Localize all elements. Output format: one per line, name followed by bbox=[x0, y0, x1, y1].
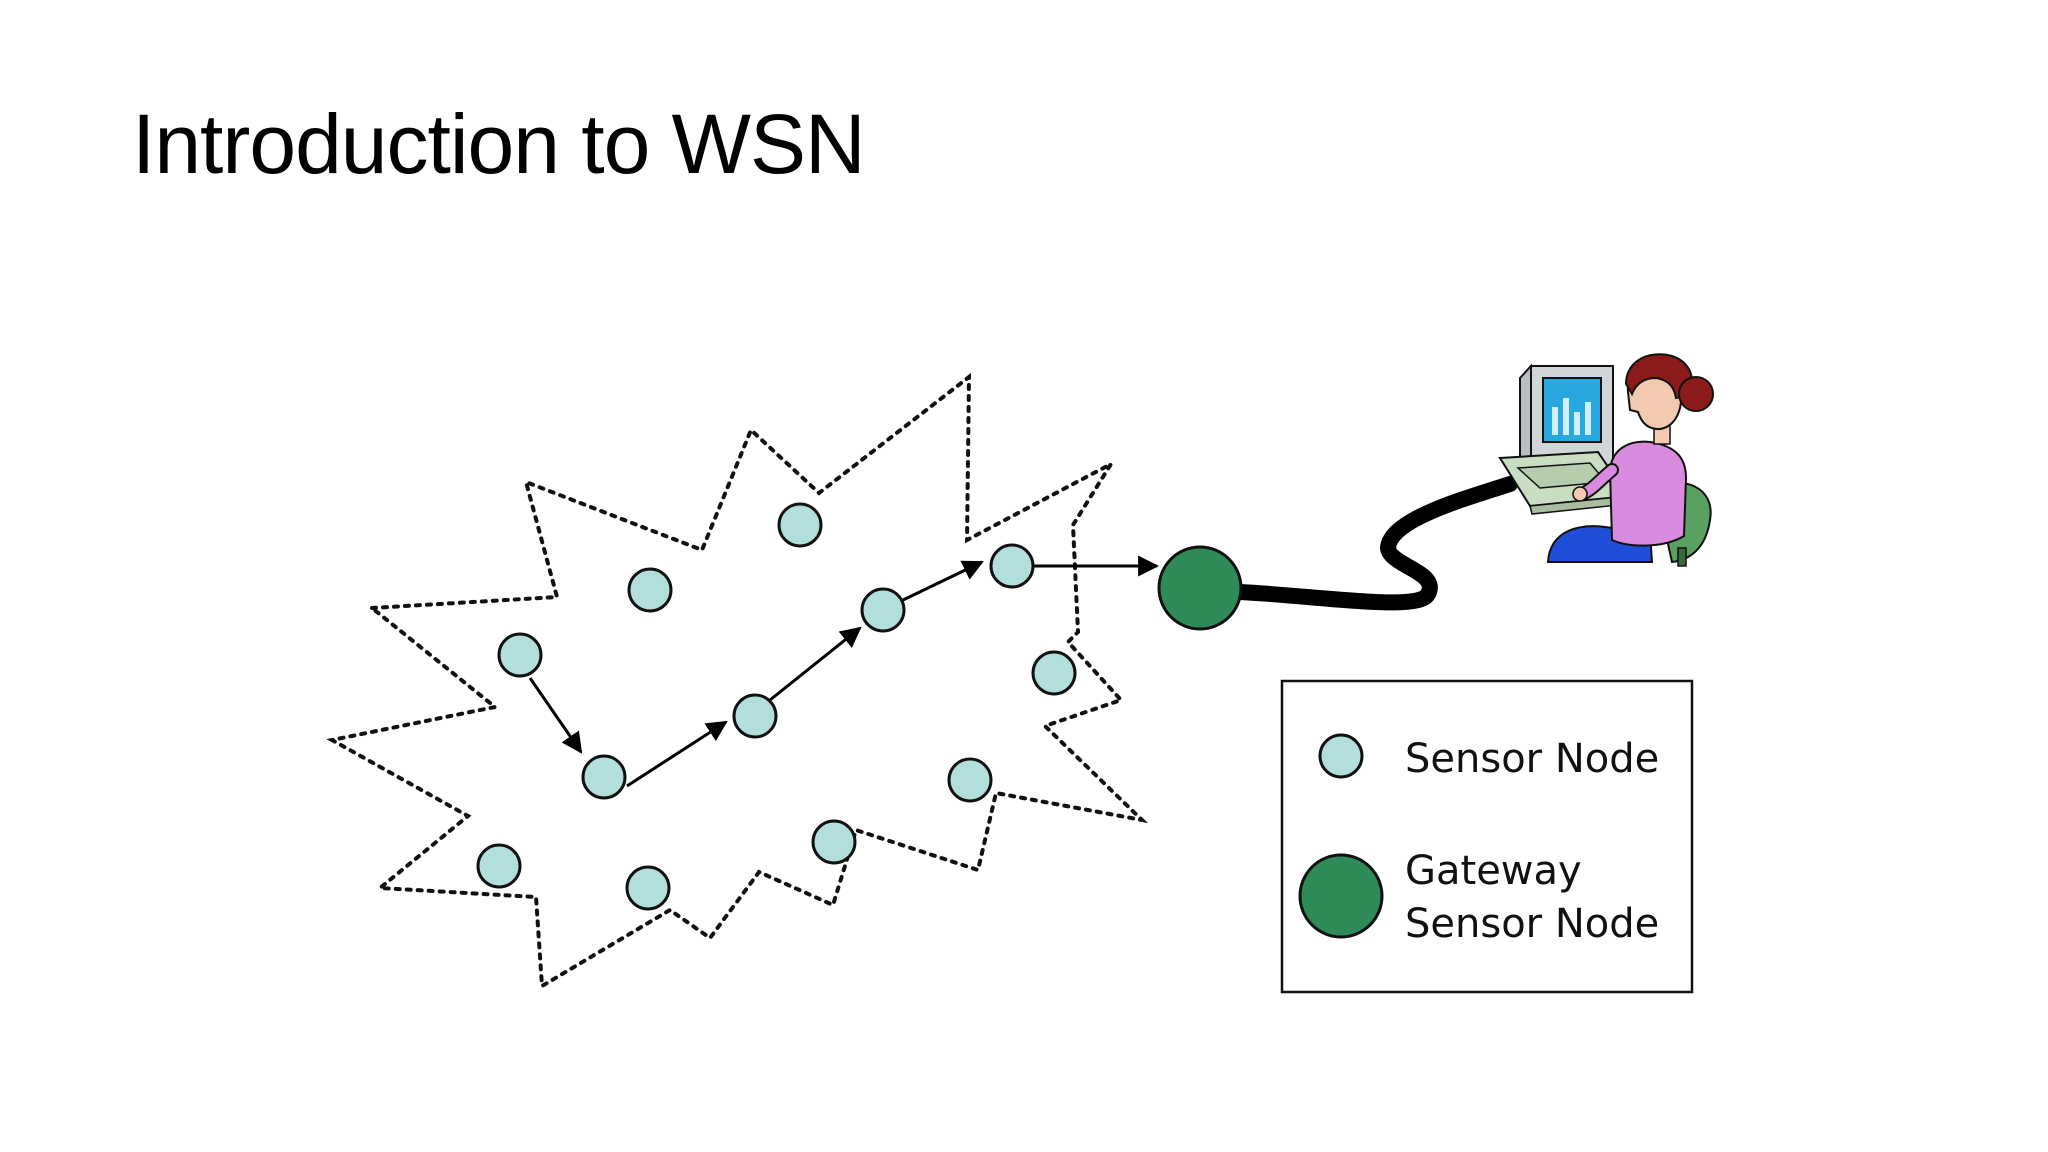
route-arrow-1 bbox=[528, 677, 583, 754]
workstation bbox=[1498, 353, 1714, 567]
sensor-node-icon bbox=[476, 843, 522, 889]
sensor-nodes bbox=[476, 502, 1077, 911]
sensor-node-icon bbox=[625, 865, 671, 911]
route-arrow-3 bbox=[769, 626, 862, 702]
sensor-node-icon bbox=[1318, 733, 1364, 779]
sensor-node-icon bbox=[627, 567, 673, 613]
sensor-node-icon bbox=[860, 587, 906, 633]
legend-box bbox=[1280, 679, 1694, 994]
gateway-cable bbox=[1232, 476, 1518, 611]
gateway-node-icon bbox=[1157, 545, 1243, 631]
sensor-node-icon bbox=[1031, 650, 1077, 696]
routing-path bbox=[528, 555, 1160, 788]
sensor-node-icon bbox=[811, 819, 857, 865]
sensor-node-icon bbox=[732, 693, 778, 739]
sensor-node-icon bbox=[777, 502, 823, 548]
sensor-field-boundary bbox=[326, 372, 1149, 990]
slide-title: Introduction to WSN bbox=[132, 97, 866, 191]
sensor-node-icon bbox=[947, 757, 993, 803]
computer-icon bbox=[1498, 363, 1630, 515]
legend-gateway-label-line2: Sensor Node bbox=[1405, 901, 1659, 947]
legend-sensor-label: Sensor Node bbox=[1405, 736, 1659, 782]
legend-gateway-label-line1: Gateway bbox=[1405, 848, 1582, 894]
sensor-node-icon bbox=[497, 632, 543, 678]
sensor-node-icon bbox=[581, 754, 627, 800]
person-icon bbox=[1546, 353, 1714, 563]
sensor-node-icon bbox=[989, 543, 1035, 589]
route-arrow-2 bbox=[626, 720, 728, 788]
route-arrow-4 bbox=[902, 560, 984, 602]
legend: Sensor Node Gateway Sensor Node bbox=[1280, 679, 1694, 994]
gateway-node-icon bbox=[1298, 853, 1384, 939]
